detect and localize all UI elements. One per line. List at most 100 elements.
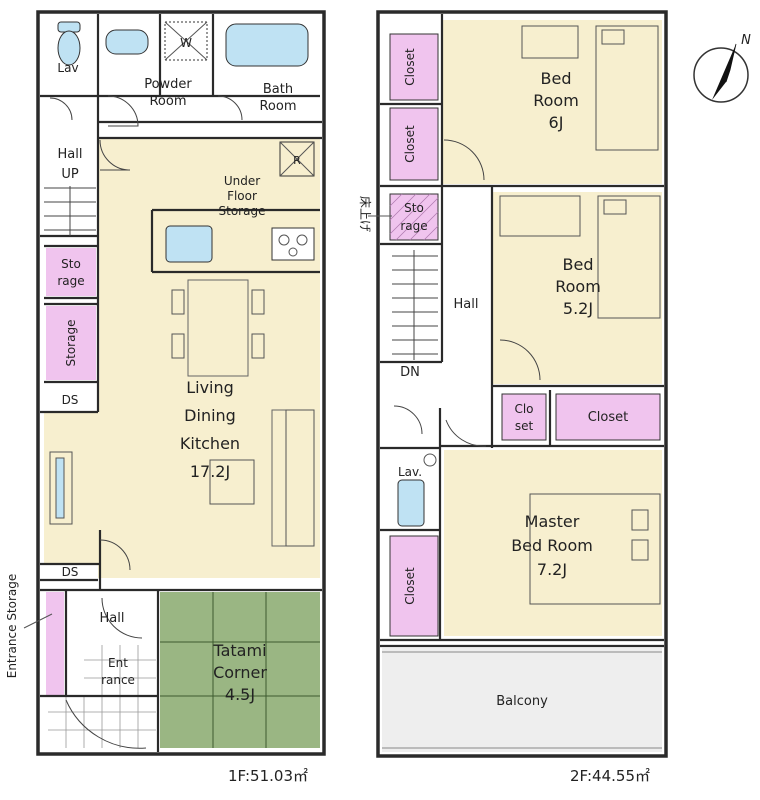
f2-bed6-label-1: Bed: [541, 69, 572, 88]
f1-storage-small-2: rage: [57, 274, 84, 288]
f1-storage-small-fill: [46, 248, 96, 296]
f1-area: 1F:51.03㎡: [228, 767, 308, 785]
f1-up-label: UP: [61, 167, 79, 182]
f1-entrance-storage-leader: [23, 613, 53, 629]
f2-bed52-desk: [499, 195, 581, 237]
f1-storage-small-1: Sto: [61, 257, 81, 271]
f1-lav-label: Lav: [57, 61, 78, 75]
f2-floor-raise-note: 床上げ: [358, 196, 372, 232]
f1-tatami-2: Corner: [213, 663, 267, 682]
f1-dining-table: [187, 279, 249, 377]
f1-storage-tall: Storage: [64, 320, 78, 367]
f1-w-mark: W: [180, 36, 192, 50]
f1-bathtub: [225, 23, 309, 67]
f1-kitchen-sink: [165, 225, 213, 263]
f1-storage-tall-fill: [46, 306, 96, 380]
f1-entrance-storage-label: Entrance Storage: [5, 574, 19, 679]
f1-entrance-2: rance: [101, 673, 135, 687]
f1-under-floor-3: Storage: [219, 204, 266, 218]
f1-tatami-grid: [160, 592, 320, 748]
floor-1-plan: Lav W Powder Room Bath Room Hall UP R Un…: [5, 10, 326, 785]
compass-ring: [693, 47, 749, 103]
f2-bed6-label-3: 6J: [549, 113, 564, 132]
f2-closet2-label: Closet: [403, 125, 417, 163]
f2-closet2-fill: [389, 107, 439, 181]
f2-closet1-label: Closet: [403, 48, 417, 86]
f1-ldk-3: Kitchen: [180, 434, 240, 453]
f2-furniture: [397, 25, 661, 605]
f2-bed52-fill: [492, 192, 662, 384]
f1-hall-entry: Hall: [100, 611, 125, 626]
f2-closet-wide-fill: [555, 393, 661, 441]
f2-storage-2: rage: [400, 219, 427, 233]
f1-under-floor-1: Under: [224, 174, 260, 188]
f2-bed6-label-2: Room: [533, 91, 579, 110]
f2-closet-wide-label: Closet: [588, 410, 629, 425]
f2-lav-sink: [397, 479, 425, 527]
compass: N: [693, 33, 751, 103]
f1-powder-room-label-2: Room: [149, 94, 186, 109]
f2-balcony-rail: [382, 651, 662, 749]
f1-bath-room-label-1: Bath: [263, 82, 293, 97]
f1-stairs: [44, 186, 96, 236]
f2-storage-1: Sto: [404, 201, 424, 215]
f2-storage-hatch: [389, 193, 439, 241]
f1-stove: [271, 227, 315, 261]
f2-master-label-3: 7.2J: [537, 560, 567, 579]
f2-lav-label: Lav.: [398, 465, 422, 479]
f2-bed52-label-3: 5.2J: [563, 299, 593, 318]
f2-bed6-fill: [442, 20, 662, 184]
f1-tatami-fill: [160, 592, 320, 748]
f2-doors: [393, 139, 541, 447]
f2-bed6-bed: [595, 25, 659, 151]
f1-coffee-table: [209, 459, 255, 505]
floor-2-plan: Closet Closet Bed Room 6J 床上げ Sto rage H…: [358, 10, 668, 785]
f1-entrance-tiles: [48, 645, 156, 748]
f1-fixtures: [49, 21, 315, 547]
f2-master-label-1: Master: [525, 512, 580, 531]
f2-dn-label: DN: [400, 365, 420, 380]
f2-bed52-label-1: Bed: [563, 255, 594, 274]
compass-north-label: N: [741, 33, 751, 48]
f2-bed52-label-2: Room: [555, 277, 601, 296]
f2-balcony-fill: [382, 648, 662, 752]
f1-under-floor-2: Floor: [227, 189, 257, 203]
f2-master-bed: [529, 493, 661, 605]
f1-entrance-1: Ent: [108, 656, 128, 670]
f2-closet-small-1: Clo: [514, 402, 533, 416]
f1-hall-label: Hall: [58, 147, 83, 162]
f1-toilet: [57, 30, 81, 66]
f1-doors: [49, 95, 243, 749]
f2-closet-small-2: set: [515, 419, 534, 433]
f1-ds-top: DS: [62, 393, 79, 407]
f2-closet-small-fill: [501, 393, 547, 441]
f2-area: 2F:44.55㎡: [570, 767, 650, 785]
f1-ldk-1: Living: [186, 378, 234, 397]
f2-outer-wall: [376, 10, 668, 758]
f1-outer-wall: [36, 10, 326, 756]
f1-ds-bottom: DS: [62, 565, 79, 579]
f1-tatami-3: 4.5J: [225, 685, 255, 704]
f1-ldk-2: Dining: [184, 406, 236, 425]
compass-arrow: [712, 44, 736, 100]
f2-closet1-fill: [389, 33, 439, 101]
f2-stairs: [392, 250, 438, 360]
f1-entrance-storage-fill: [46, 592, 64, 696]
f1-fridge-mark: R: [293, 154, 301, 167]
f2-interior-walls: [380, 14, 664, 648]
f1-interior-walls: [40, 14, 322, 752]
f2-master-label-2: Bed Room: [511, 536, 593, 555]
f1-bath-room-label-2: Room: [259, 99, 296, 114]
f1-ldk-fill: [98, 138, 320, 578]
f2-bed52-bed: [597, 195, 661, 319]
f2-hall-label: Hall: [454, 297, 479, 312]
f1-powder-room-label-1: Powder: [144, 77, 192, 92]
f1-powder-sink: [105, 29, 149, 55]
f1-tatami-1: Tatami: [212, 641, 266, 660]
f2-balcony-label: Balcony: [496, 694, 548, 709]
f2-storage-fill: [389, 193, 439, 241]
f2-master-fill: [444, 450, 662, 636]
f1-ldk-4: 17.2J: [190, 462, 230, 481]
f1-tv-board: [49, 451, 73, 525]
